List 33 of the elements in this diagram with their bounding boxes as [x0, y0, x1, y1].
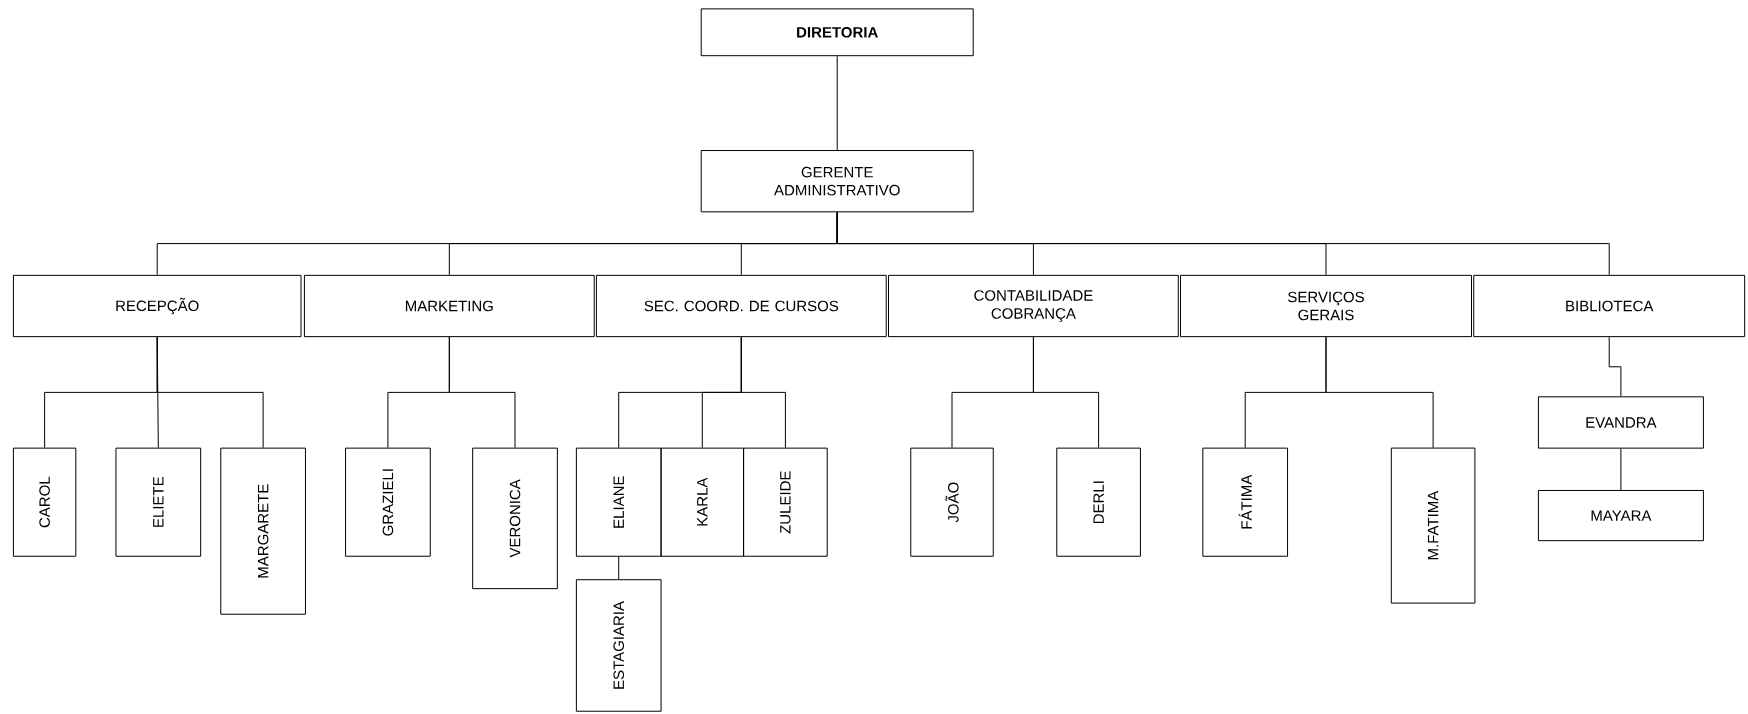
name-box: ZULEIDE — [743, 447, 828, 557]
connector-line — [156, 336, 264, 449]
connector-line — [618, 556, 620, 580]
name-box: ELIETE — [115, 447, 202, 557]
position-box: BIBLIOTECA — [1473, 274, 1746, 338]
position-box: CONTABILIDADE COBRANÇA — [888, 274, 1179, 338]
name-box: CAROL — [12, 447, 77, 557]
name-box: ESTAGIARIA — [575, 579, 662, 712]
name-box: GRAZIELI — [345, 447, 431, 557]
connector-line — [1032, 336, 1100, 449]
name-box: VERONICA — [472, 447, 558, 590]
name-box: M.FATIMA — [1390, 447, 1476, 604]
position-box: EVANDRA — [1537, 396, 1704, 449]
connector-line — [448, 336, 516, 449]
connector-line — [1620, 448, 1622, 491]
position-box: MAYARA — [1537, 490, 1704, 542]
name-box: FÁTIMA — [1202, 447, 1289, 557]
position-box: SERVIÇOS GERAIS — [1180, 274, 1472, 338]
connector-line — [740, 336, 786, 449]
name-box: ELIANE — [575, 447, 662, 557]
position-box: DIRETORIA — [700, 8, 974, 57]
position-box: GERENTE ADMINISTRATIVO — [700, 150, 974, 213]
connector-line — [836, 211, 1610, 276]
name-box: KARLA — [660, 447, 745, 557]
name-box: MARGARETE — [220, 447, 306, 615]
name-box: DERLI — [1056, 447, 1141, 557]
position-box: SEC. COORD. DE CURSOS — [595, 274, 887, 338]
position-box: RECEPÇÃO — [12, 274, 302, 338]
name-box: JOÃO — [910, 447, 994, 557]
connector-line — [1325, 336, 1434, 449]
connector-line — [836, 55, 838, 151]
position-box: MARKETING — [303, 274, 595, 338]
connector-line — [1608, 336, 1622, 397]
